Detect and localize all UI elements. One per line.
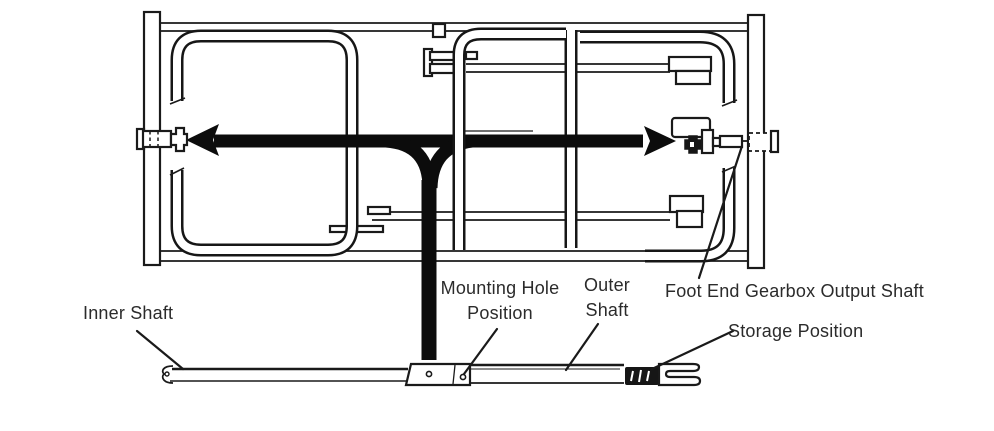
mounting-collar bbox=[404, 362, 472, 387]
leader-inner-shaft bbox=[135, 329, 185, 371]
rod-end-flange bbox=[366, 205, 392, 216]
label-foot-end-gearbox-output-shaft: Foot End Gearbox Output Shaft bbox=[665, 281, 924, 301]
leader-lines bbox=[135, 144, 744, 376]
shaft-fork-end bbox=[657, 362, 702, 387]
leader-mounting-hole bbox=[462, 327, 499, 376]
tube-break-mark bbox=[169, 167, 185, 176]
head-end-coupling bbox=[135, 126, 189, 153]
mounting-hole bbox=[425, 370, 433, 378]
output-shaft-hidden bbox=[748, 132, 774, 152]
storage-clip bbox=[625, 367, 659, 385]
arrowhead-right-icon bbox=[644, 126, 676, 156]
label-storage-position: Storage Position bbox=[728, 321, 864, 341]
tube-tab bbox=[464, 50, 479, 61]
foot-end-gearbox bbox=[670, 116, 780, 155]
arrowhead-left-icon bbox=[186, 124, 219, 156]
leader-outer-shaft bbox=[564, 322, 600, 372]
coupling-cross-knob bbox=[169, 126, 189, 153]
upper-actuator bbox=[667, 55, 713, 73]
gearbox-flange bbox=[700, 128, 715, 155]
lower-actuator bbox=[668, 194, 705, 214]
tube-break-mark bbox=[721, 99, 738, 107]
output-coupler bbox=[718, 134, 744, 149]
inner-shaft-fork-end bbox=[161, 365, 174, 384]
leader-storage-position bbox=[650, 329, 735, 371]
label-outer-shaft: Outer Shaft bbox=[583, 275, 631, 320]
tube-break-mark bbox=[169, 97, 186, 105]
leader-foot-end-gearbox bbox=[697, 144, 744, 280]
clamp-bracket bbox=[422, 47, 434, 78]
mounting-hole bbox=[459, 373, 467, 381]
frame-tube-front bbox=[452, 27, 566, 250]
drive-shaft-assembly bbox=[161, 362, 702, 387]
frame-tubes-rear bbox=[169, 29, 738, 263]
label-mounting-hole-position: Mounting Hole Position bbox=[440, 278, 560, 323]
label-inner-shaft: Inner Shaft bbox=[83, 303, 174, 323]
tube-break-mark bbox=[721, 165, 737, 173]
drive-cable-route bbox=[186, 124, 676, 360]
rail-mount-stub bbox=[431, 22, 447, 39]
